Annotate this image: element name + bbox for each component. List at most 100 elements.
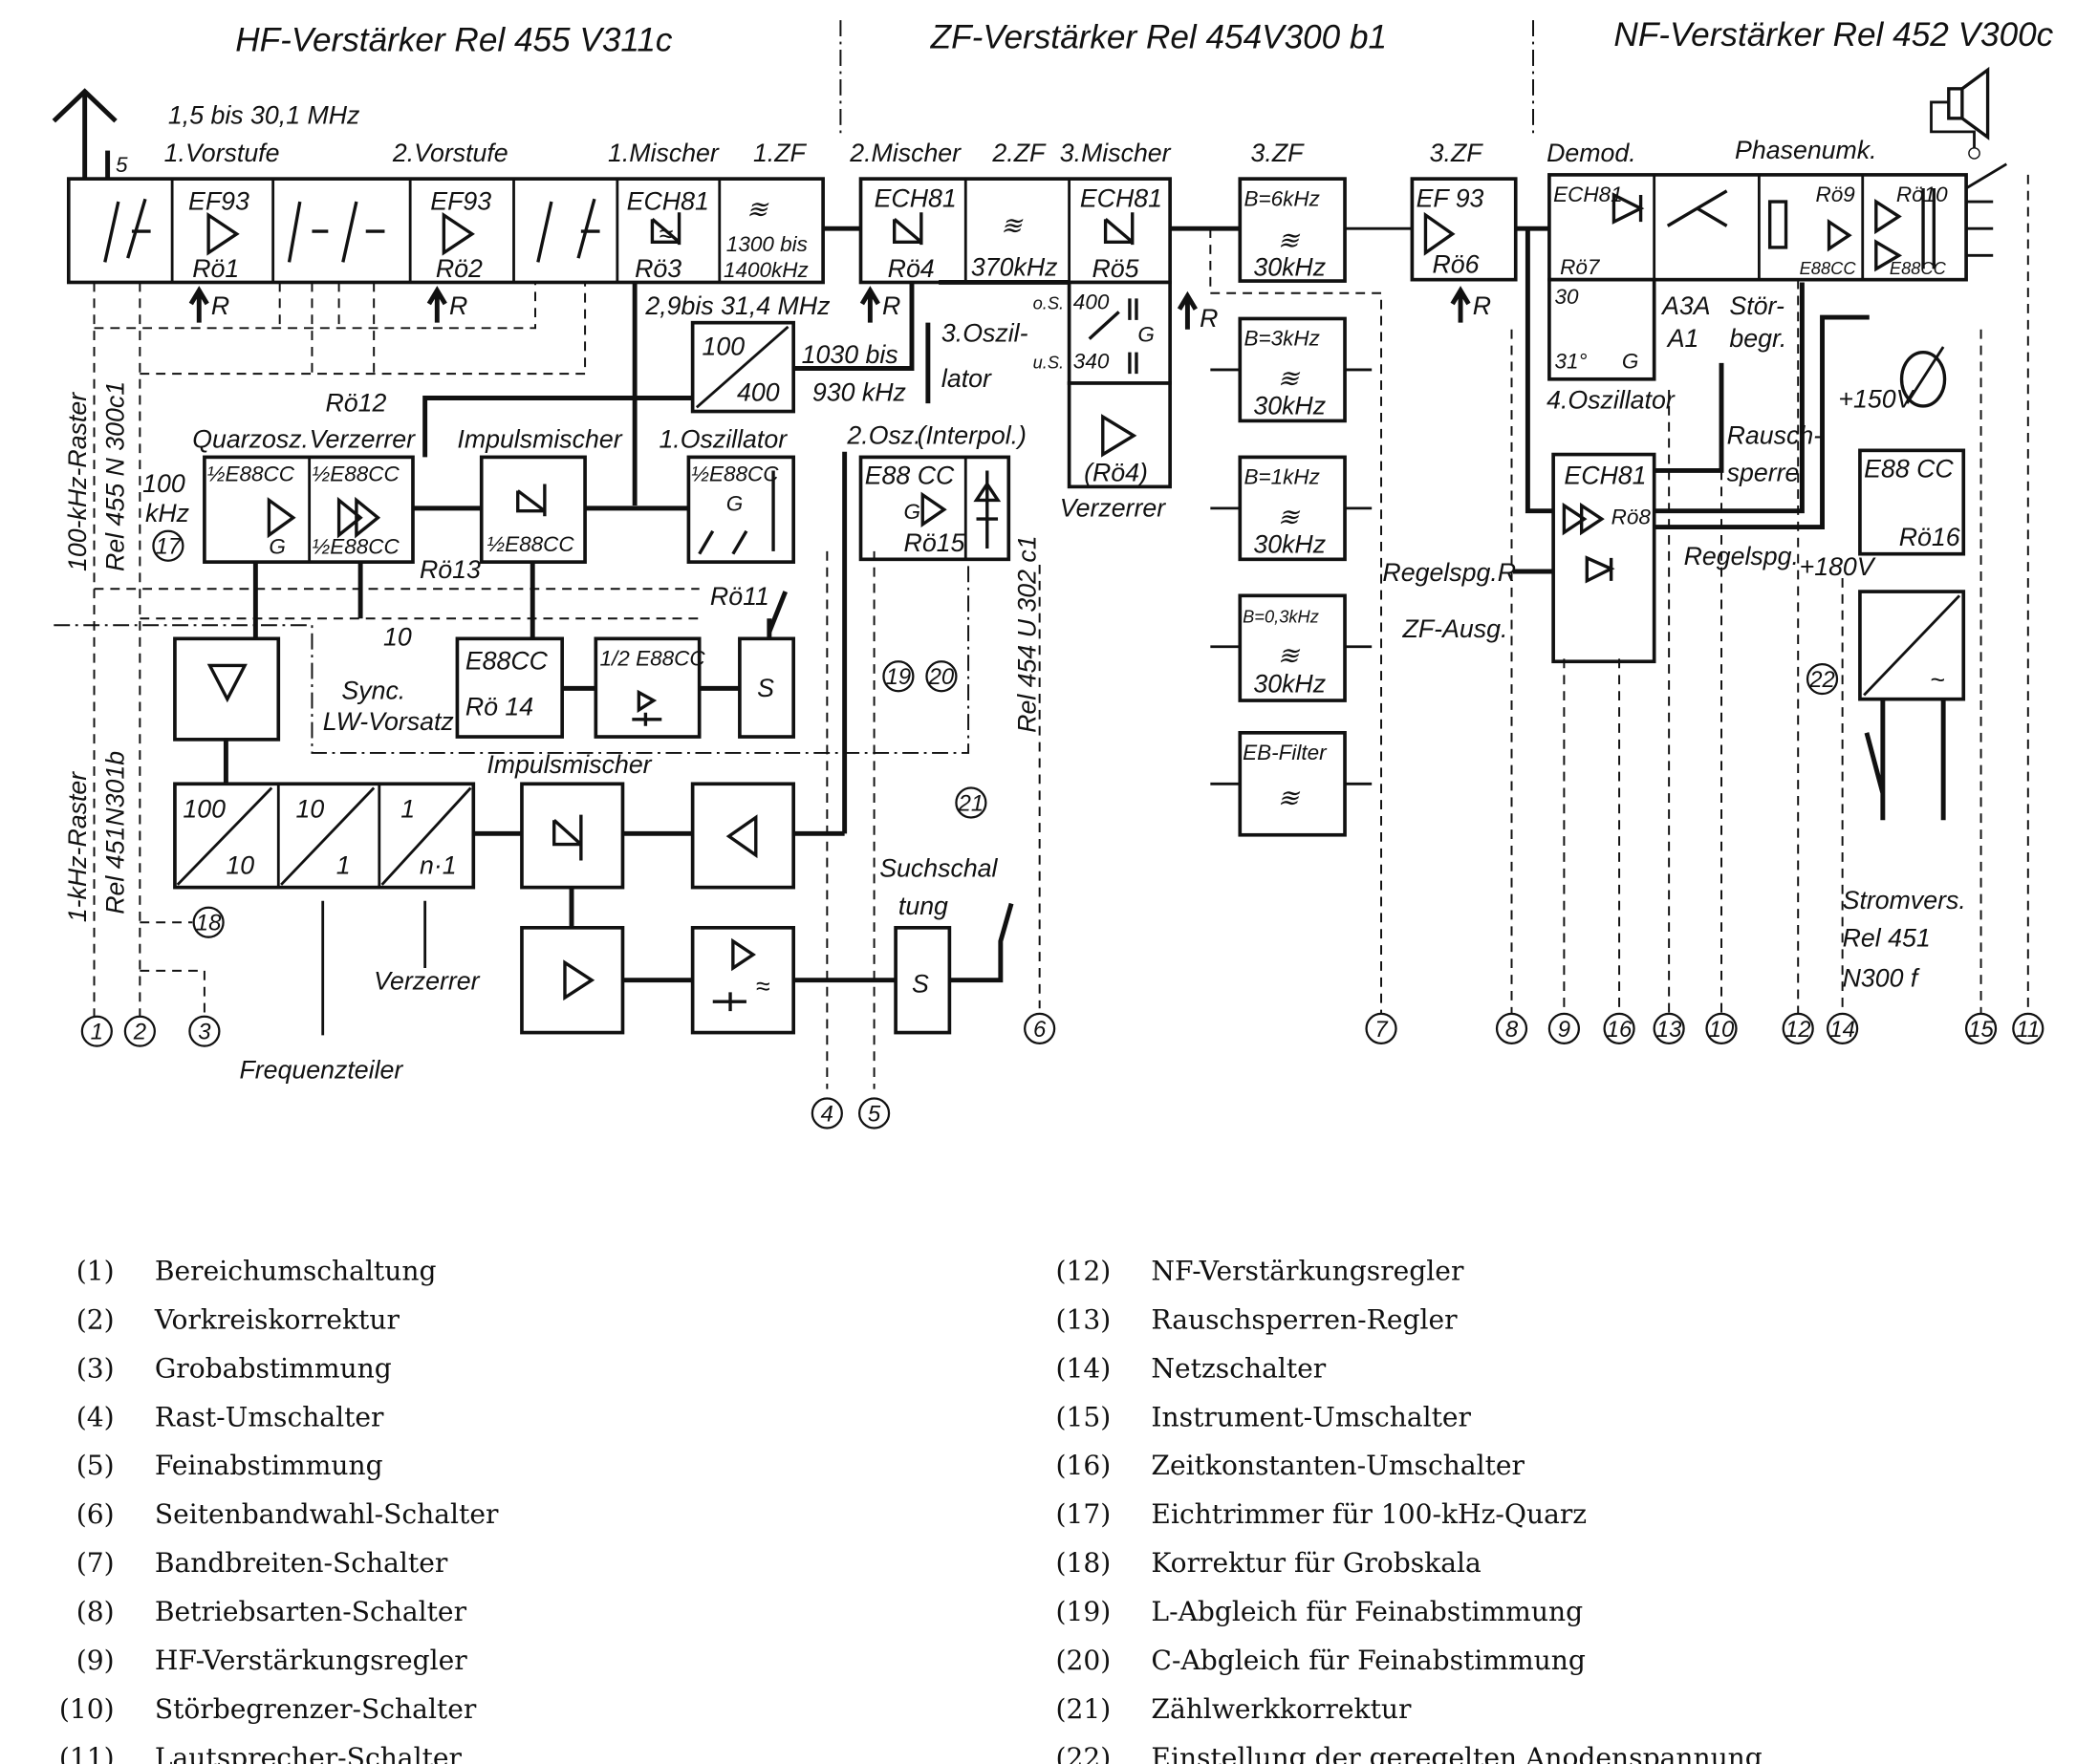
block-label: Suchschal xyxy=(879,853,998,882)
tuned-circuit-icon xyxy=(698,470,775,555)
filter-bandwidth: B=3kHz xyxy=(1244,327,1320,351)
legend-item: (5)Feinabstimmung xyxy=(76,1450,383,1481)
block-label: Stör- xyxy=(1729,291,1784,320)
diode-icon xyxy=(712,937,757,1012)
legend-text: Rast-Umschalter xyxy=(155,1401,384,1432)
agc-arrow-icon xyxy=(188,286,209,323)
voltage-label: +180V xyxy=(1800,552,1876,581)
crystal-frequency: 30 xyxy=(1555,285,1580,309)
filter-bandwidth: B=1kHz xyxy=(1244,465,1320,489)
legend-item: (15)Instrument-Umschalter xyxy=(1055,1401,1471,1432)
if-frequency: 1300 bis xyxy=(726,232,808,256)
quartz-oscillator-block xyxy=(203,455,415,564)
varactor-icon xyxy=(973,470,1002,549)
filter-center: 30kHz xyxy=(1253,391,1326,419)
tube-label: Rö11 xyxy=(710,582,769,611)
control-marker: 19 xyxy=(882,660,915,693)
tuned-circuit-icon xyxy=(287,201,385,263)
legend-text: Grobabstimmung xyxy=(155,1352,392,1384)
amplifier-triangle-icon xyxy=(1562,502,1615,584)
svg-text:16: 16 xyxy=(1607,1017,1633,1043)
control-marker: 15 xyxy=(1964,1012,1998,1044)
legend-text: Netzschalter xyxy=(1151,1352,1326,1384)
tube-label: Rö1 xyxy=(192,254,239,283)
oscillator-g: G xyxy=(726,492,744,516)
tube-label: Rö10 xyxy=(1896,183,1948,206)
block-label: Verzerrer xyxy=(310,425,416,454)
control-marker: 10 xyxy=(1705,1012,1738,1044)
block-label: tung xyxy=(898,892,948,920)
legend-item: (11)Lautsprecher-Schalter xyxy=(59,1742,463,1764)
tube-label: (Rö4) xyxy=(1084,459,1148,487)
agc-amplifier-block xyxy=(1551,452,1656,664)
filter-center: 30kHz xyxy=(1253,529,1326,558)
legend-item: (18)Korrektur für Grobskala xyxy=(1055,1547,1481,1579)
tube-label: Rö8 xyxy=(1611,506,1652,529)
block-label: Verzerrer xyxy=(1060,493,1166,522)
amplifier-triangle-icon xyxy=(1827,187,1936,272)
block-label: begr. xyxy=(1729,324,1786,353)
tube-label: ECH81 xyxy=(1553,183,1623,206)
tube-label: Rö12 xyxy=(326,389,387,418)
oscillator-g: G xyxy=(904,500,921,524)
oscillator-g: G xyxy=(1622,350,1639,374)
legend-number: (17) xyxy=(1055,1498,1111,1530)
filter-icon: ≋ xyxy=(1278,503,1301,531)
legend-number: (1) xyxy=(76,1255,115,1286)
agc-label: R xyxy=(211,291,229,320)
tube-label: ½E88CC xyxy=(207,463,295,486)
svg-text:1: 1 xyxy=(91,1020,103,1045)
stage-label: 2.Vorstufe xyxy=(392,139,508,167)
svg-text:4: 4 xyxy=(821,1101,833,1127)
tube-label: ½E88CC xyxy=(691,463,779,486)
legend-text: Zählwerkkorrektur xyxy=(1151,1693,1412,1725)
divider-ratio: n·1 xyxy=(420,851,457,880)
if-frequency: 370kHz xyxy=(971,252,1058,281)
amplifier-block-2 xyxy=(690,782,795,890)
legend-text: Betriebsarten-Schalter xyxy=(155,1596,467,1627)
switch-icon xyxy=(767,591,789,634)
mixer-diode-icon xyxy=(893,212,923,246)
hf-amplifier-block: ≈ xyxy=(66,177,825,285)
amplifier-triangle-icon xyxy=(336,496,381,539)
stage-label: 3.Mischer xyxy=(1060,139,1172,167)
frequency-label: kHz xyxy=(145,499,189,527)
legend-text: NF-Verstärkungsregler xyxy=(1151,1255,1464,1286)
legend-text: Bereichumschaltung xyxy=(155,1255,437,1286)
tube-label: E88 CC xyxy=(1864,454,1954,483)
oscillator-g: G xyxy=(269,535,286,559)
filter-icon: ≋ xyxy=(1278,364,1301,393)
divider-ratio: 1 xyxy=(336,851,351,880)
tube-label: E88CC xyxy=(1890,258,1947,278)
nf-amplifier-block xyxy=(1547,173,1968,282)
svg-text:8: 8 xyxy=(1505,1017,1519,1043)
legend-text: Instrument-Umschalter xyxy=(1151,1401,1471,1432)
block-label: Impulsmischer xyxy=(457,425,622,454)
control-marker: 17 xyxy=(152,529,184,562)
legend-text: Einstellung der geregelten Anodenspannun… xyxy=(1151,1742,1762,1764)
oscillator-label: lator xyxy=(941,364,992,393)
legend-number: (21) xyxy=(1055,1693,1111,1725)
amplifier-triangle-icon xyxy=(1423,211,1456,256)
tube-label: EF93 xyxy=(188,186,249,215)
oscillator-label: 3.Oszil- xyxy=(941,318,1028,347)
legend-item: (7)Bandbreiten-Schalter xyxy=(76,1547,448,1579)
legend-item: (3)Grobabstimmung xyxy=(76,1352,392,1384)
block-label: N300 f xyxy=(1843,964,1920,993)
legend-item: (10)Störbegrenzer-Schalter xyxy=(59,1693,477,1725)
control-marker: 4 xyxy=(811,1097,843,1129)
tube-label: ECH81 xyxy=(1080,184,1162,213)
legend-text: Eichtrimmer für 100-kHz-Quarz xyxy=(1151,1498,1587,1530)
legend-text: HF-Verstärkungsregler xyxy=(155,1645,467,1676)
detector-filter-block xyxy=(690,926,795,1035)
header-hf: HF-Verstärker Rel 455 V311c xyxy=(235,21,673,58)
sync-label: LW-Vorsatz xyxy=(323,707,454,736)
tuned-circuit-icon xyxy=(103,198,151,263)
control-marker: 21 xyxy=(955,786,987,819)
amplifier-triangle-icon xyxy=(206,663,248,703)
legend-number: (14) xyxy=(1055,1352,1111,1384)
frequency-divider-block xyxy=(173,782,476,890)
stage-label: 1.Vorstufe xyxy=(164,139,280,167)
sideband-label: u.S. xyxy=(1033,353,1065,373)
mixer-diode-icon xyxy=(516,484,547,517)
